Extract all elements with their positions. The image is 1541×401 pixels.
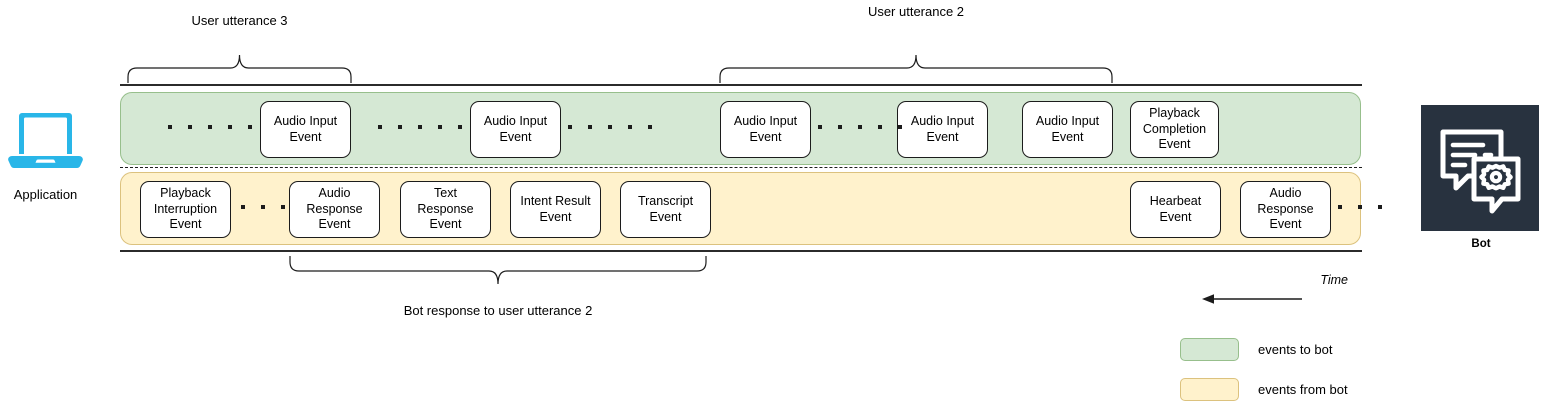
legend-item: events to bot xyxy=(1180,338,1332,361)
lane-divider xyxy=(120,167,1362,168)
bot-node: Bot xyxy=(1421,105,1541,251)
ellipsis-dots xyxy=(568,125,652,129)
ellipsis-dots xyxy=(1338,205,1382,209)
event-box[interactable]: Transcript Event xyxy=(620,181,711,238)
bracket-icon xyxy=(127,55,352,83)
event-box[interactable]: Audio Input Event xyxy=(1022,101,1113,158)
application-label: Application xyxy=(13,187,78,202)
application-node: Application xyxy=(8,110,83,202)
bracket-icon xyxy=(719,55,1113,83)
event-box[interactable]: Playback Interruption Event xyxy=(140,181,231,238)
bot-label: Bot xyxy=(1471,238,1491,250)
ellipsis-dots xyxy=(378,125,462,129)
ellipsis-dots xyxy=(818,125,902,129)
annotation-label: Bot response to user utterance 2 xyxy=(403,303,593,318)
event-box[interactable]: Audio Response Event xyxy=(1240,181,1331,238)
event-box[interactable]: Playback Completion Event xyxy=(1130,101,1219,158)
bot-chat-gear-icon xyxy=(1421,105,1539,231)
timeline-rail-top xyxy=(120,84,1362,86)
event-box[interactable]: Text Response Event xyxy=(400,181,491,238)
legend-label: events from bot xyxy=(1258,382,1348,397)
ellipsis-dots xyxy=(241,205,285,209)
bracket-icon xyxy=(289,256,707,284)
time-arrow-icon xyxy=(1202,294,1302,304)
legend-swatch xyxy=(1180,338,1239,361)
annotation-label: User utterance 2 xyxy=(867,4,965,19)
event-box[interactable]: Audio Input Event xyxy=(260,101,351,158)
annotation-label: User utterance 3 xyxy=(191,13,288,28)
event-box[interactable]: Audio Input Event xyxy=(897,101,988,158)
event-box[interactable]: Hearbeat Event xyxy=(1130,181,1221,238)
laptop-icon xyxy=(8,113,83,176)
time-label: Time xyxy=(1320,273,1348,287)
legend-label: events to bot xyxy=(1258,342,1333,357)
timeline-rail-bottom xyxy=(120,250,1362,252)
event-box[interactable]: Intent Result Event xyxy=(510,181,601,238)
legend-swatch xyxy=(1180,378,1239,401)
event-box[interactable]: Audio Input Event xyxy=(720,101,811,158)
legend-item: events from bot xyxy=(1180,378,1348,401)
event-box[interactable]: Audio Input Event xyxy=(470,101,561,158)
event-box[interactable]: Audio Response Event xyxy=(289,181,380,238)
ellipsis-dots xyxy=(168,125,252,129)
